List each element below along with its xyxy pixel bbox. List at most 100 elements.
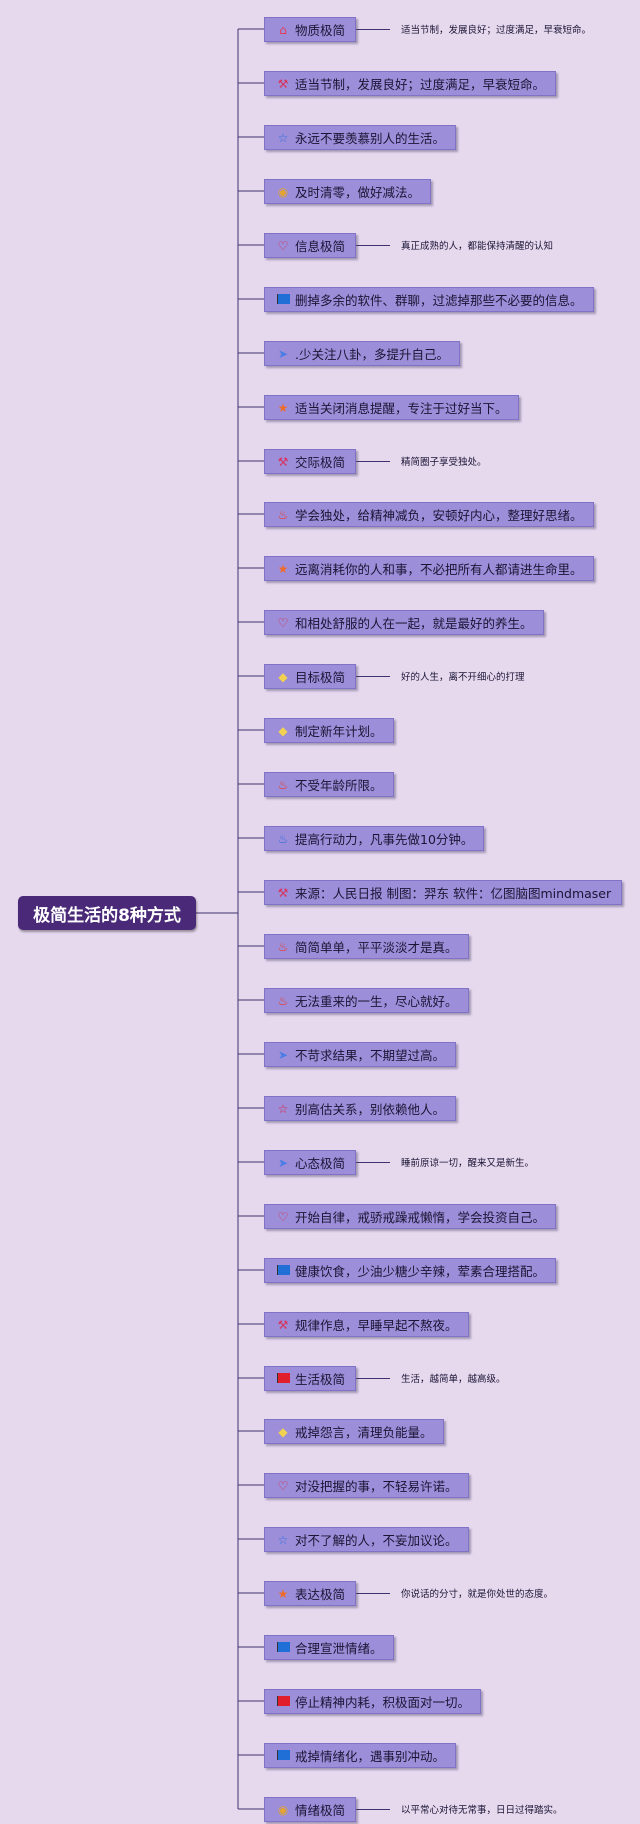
branch-node[interactable]: ★ 远离消耗你的人和事，不必把所有人都请进生命里。 [264, 556, 594, 581]
note-text: 真正成熟的人，都能保持清醒的认知 [401, 241, 554, 252]
branch-node[interactable]: ♨提高行动力，凡事先做10分钟。 [264, 826, 485, 851]
branch-node[interactable]: ➤.少关注八卦，多提升自己。 [264, 341, 460, 366]
branch-label: 和相处舒服的人在一起，就是最好的养生。 [295, 616, 533, 631]
branch-node[interactable]: ☆ 永远不要羡慕别人的生活。 [264, 125, 457, 150]
branch-node[interactable]: 删掉多余的软件、群聊，过滤掉那些不必要的信息。 [264, 287, 594, 312]
heart-icon: ♡ [277, 1209, 289, 1224]
branch-node[interactable]: ☆ 别高估关系，别依赖他人。 [264, 1096, 457, 1121]
branch-node[interactable]: 戒掉情绪化，遇事别冲动。 [264, 1743, 457, 1768]
branch-label: 不受年龄所限。 [295, 778, 383, 793]
branch-node[interactable]: ◉ 情绪极简 [264, 1797, 357, 1822]
branch-label: 规律作息，早睡早起不熬夜。 [295, 1318, 458, 1333]
branch-label: 对没把握的事，不轻易许诺。 [295, 1479, 458, 1494]
blue-flag-icon [275, 1264, 291, 1277]
heart-icon: ♡ [277, 238, 289, 253]
orange-star-icon: ★ [277, 400, 289, 415]
branch-label: 健康饮食，少油少糖少辛辣，荤素合理搭配。 [295, 1264, 546, 1279]
blue-flag-icon [275, 1749, 291, 1762]
paper-plane-icon: ➤ [277, 1155, 289, 1170]
note-text: 好的人生，离不开细心的打理 [401, 672, 525, 683]
branch-node[interactable]: ➤ 心态极简 [264, 1150, 357, 1175]
branch-label: 情绪极简 [295, 1803, 346, 1818]
branch-node[interactable]: ◆ 制定新年计划。 [264, 718, 394, 743]
branch-node[interactable]: ♨ 无法重来的一生，尽心就好。 [264, 988, 469, 1013]
branch-node[interactable]: ◉ 及时清零，做好减法。 [264, 179, 432, 204]
fire-icon: ♨ [277, 993, 289, 1008]
branch-label: 交际极简 [295, 455, 346, 470]
root-topic[interactable]: 极简生活的8种方式 [18, 896, 196, 930]
branch-node[interactable]: ♡ 开始自律，戒骄戒躁戒懒惰，学会投资自己。 [264, 1204, 557, 1229]
branch-label: 提高行动力，凡事先做10分钟。 [295, 832, 474, 847]
note-text: 睡前原谅一切，醒来又是新生。 [401, 1158, 535, 1169]
star-outline-icon: ☆ [277, 130, 289, 145]
branch-label: 删掉多余的软件、群聊，过滤掉那些不必要的信息。 [295, 293, 583, 308]
branch-node[interactable]: ➤ 不苛求结果，不期望过高。 [264, 1042, 457, 1067]
diamond-icon: ◆ [278, 723, 288, 738]
branch-label: 表达极简 [295, 1587, 346, 1602]
branch-label: 信息极简 [295, 239, 346, 254]
star-outline-icon: ☆ [277, 1532, 289, 1547]
fire-icon: ♨ [277, 939, 289, 954]
home-icon: ⌂ [279, 22, 287, 37]
diamond-icon: ◆ [278, 669, 288, 684]
tools-icon: ⚒ [277, 1317, 289, 1332]
orange-star-icon: ★ [277, 561, 289, 576]
medal-icon: ◉ [277, 1802, 289, 1817]
medal-icon: ◉ [277, 184, 289, 199]
branch-node[interactable]: 合理宣泄情绪。 [264, 1635, 394, 1660]
red-star-outline-icon: ☆ [277, 1101, 289, 1116]
branch-label: 来源：人民日报 制图：羿东 软件：亿图脑图mindmaser [295, 886, 612, 901]
branch-node[interactable]: 生活极简 [264, 1366, 357, 1391]
branch-node[interactable]: ⚒来源：人民日报 制图：羿东 软件：亿图脑图mindmaser [264, 880, 623, 905]
branch-label: 远离消耗你的人和事，不必把所有人都请进生命里。 [295, 562, 583, 577]
branch-node[interactable]: 健康饮食，少油少糖少辛辣，荤素合理搭配。 [264, 1258, 557, 1283]
tools-icon: ⚒ [277, 454, 289, 469]
branch-node[interactable]: ⚒ 交际极简 [264, 449, 357, 474]
blue-flag-icon [275, 293, 291, 306]
branch-node[interactable]: ☆ 对不了解的人，不妄加议论。 [264, 1527, 469, 1552]
branch-label: 无法重来的一生，尽心就好。 [295, 994, 458, 1009]
heart-icon: ♡ [277, 1478, 289, 1493]
branch-node[interactable]: ♡ 信息极简 [264, 233, 357, 258]
branch-node[interactable]: ♡ 对没把握的事，不轻易许诺。 [264, 1473, 469, 1498]
branch-label: 简简单单，平平淡淡才是真。 [295, 940, 458, 955]
branch-label: 适当节制，发展良好；过度满足，早衰短命。 [295, 77, 546, 92]
paper-plane-icon: ➤ [277, 1047, 289, 1062]
branch-node[interactable]: ♨学会独处，给精神减负，安顿好内心，整理好思绪。 [264, 502, 594, 527]
fire-icon: ♨ [277, 507, 289, 522]
red-flag-icon [275, 1372, 291, 1385]
branch-label: 戒掉怨言，清理负能量。 [295, 1425, 433, 1440]
branch-node[interactable]: ♨不受年龄所限。 [264, 772, 394, 797]
branch-label: 对不了解的人，不妄加议论。 [295, 1533, 458, 1548]
branch-label: .少关注八卦，多提升自己。 [295, 347, 449, 362]
branch-label: 制定新年计划。 [295, 724, 383, 739]
branch-node[interactable]: ★ 表达极简 [264, 1581, 357, 1606]
note-text: 适当节制，发展良好；过度满足，早衰短命。 [401, 25, 592, 36]
orange-star-icon: ★ [277, 1586, 289, 1601]
note-text: 精简圈子享受独处。 [401, 457, 487, 468]
branch-node[interactable]: 停止精神内耗，积极面对一切。 [264, 1689, 482, 1714]
branch-node[interactable]: ◆ 戒掉怨言，清理负能量。 [264, 1419, 444, 1444]
branch-label: 及时清零，做好减法。 [295, 185, 421, 200]
heart-icon: ♡ [277, 615, 289, 630]
branch-label: 停止精神内耗，积极面对一切。 [295, 1695, 471, 1710]
branch-label: 戒掉情绪化，遇事别冲动。 [295, 1749, 446, 1764]
branch-label: 不苛求结果，不期望过高。 [295, 1048, 446, 1063]
branch-node[interactable]: ⚒适当节制，发展良好；过度满足，早衰短命。 [264, 71, 557, 96]
branch-node[interactable]: ♨ 简简单单，平平淡淡才是真。 [264, 934, 469, 959]
branch-label: 别高估关系，别依赖他人。 [295, 1102, 446, 1117]
branch-label: 心态极简 [295, 1156, 346, 1171]
branch-node[interactable]: ♡ 和相处舒服的人在一起，就是最好的养生。 [264, 610, 544, 635]
branch-label: 合理宣泄情绪。 [295, 1641, 383, 1656]
branch-node[interactable]: ◆目标极简 [264, 664, 357, 689]
branch-node[interactable]: ⌂物质极简 [264, 17, 357, 42]
note-text: 生活，越简单，越高级。 [401, 1374, 506, 1385]
branch-label: 开始自律，戒骄戒躁戒懒惰，学会投资自己。 [295, 1210, 546, 1225]
branch-label: 适当关闭消息提醒，专注于过好当下。 [295, 401, 508, 416]
branch-label: 生活极简 [295, 1372, 346, 1387]
branch-node[interactable]: ★ 适当关闭消息提醒，专注于过好当下。 [264, 395, 519, 420]
branch-label: 永远不要羡慕别人的生活。 [295, 131, 446, 146]
diamond-icon: ◆ [278, 1424, 288, 1439]
branch-node[interactable]: ⚒ 规律作息，早睡早起不熬夜。 [264, 1312, 469, 1337]
